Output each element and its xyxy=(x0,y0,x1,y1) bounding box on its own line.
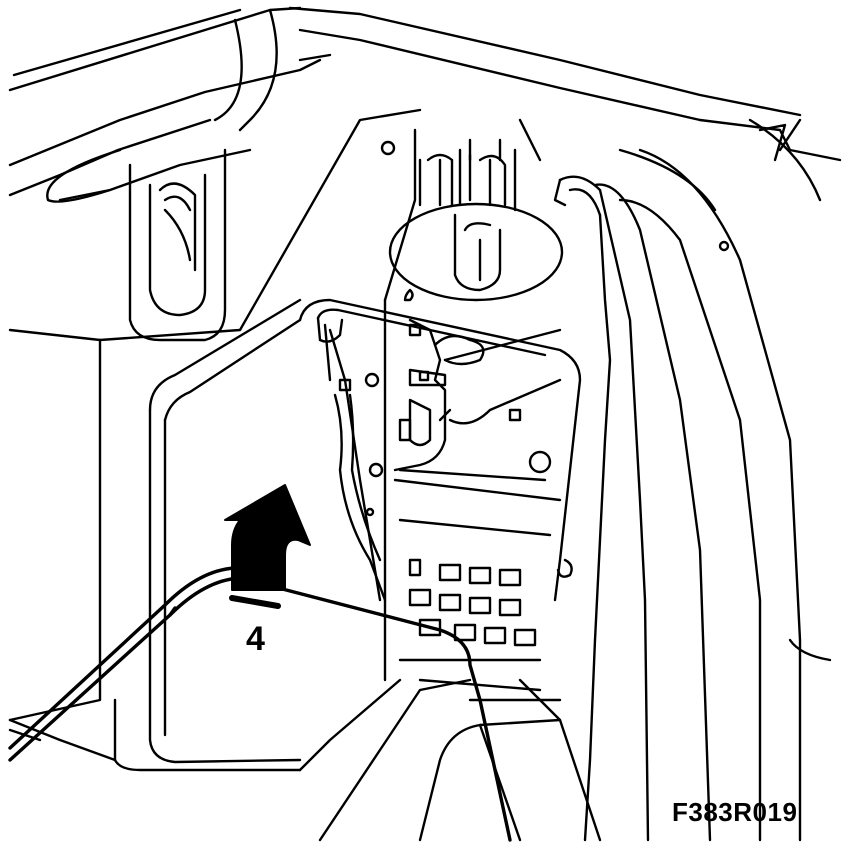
inner-shelf-vents xyxy=(383,298,573,692)
connector-highlight-circle xyxy=(380,118,564,302)
step-number-label: 4 xyxy=(246,620,265,658)
upper-rail-structure xyxy=(8,6,802,203)
rotation-arrow-icon xyxy=(224,484,311,609)
harness-bracket xyxy=(298,298,582,602)
left-trim-panel xyxy=(8,108,422,772)
right-frame-rail xyxy=(553,118,842,842)
lower-body-panel xyxy=(298,678,602,842)
vertical-strut xyxy=(128,148,227,342)
figure-reference-code: F383R019 xyxy=(672,797,798,827)
electrical-connector xyxy=(393,288,562,472)
